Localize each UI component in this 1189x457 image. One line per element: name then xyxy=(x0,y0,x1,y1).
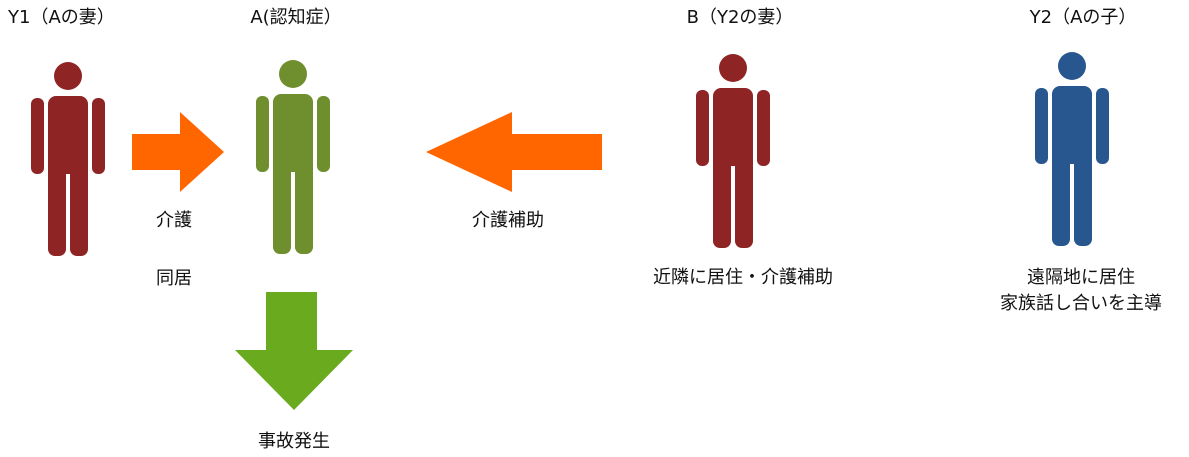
person-y2-icon xyxy=(1035,52,1109,246)
relation-label-care-assist: 介護補助 xyxy=(472,210,544,231)
person-b-icon xyxy=(696,54,770,248)
description-y2-line1: 遠隔地に居住 xyxy=(1027,267,1135,288)
description-b: 近隣に居住・介護補助 xyxy=(653,267,833,288)
person-label-y2: Y2（Aの子） xyxy=(1029,7,1137,28)
relation-label-cohabit: 同居 xyxy=(156,268,192,289)
person-y1-icon xyxy=(31,62,105,256)
arrow-right-icon xyxy=(132,112,224,192)
relation-label-care: 介護 xyxy=(156,210,192,231)
person-label-b: B（Y2の妻） xyxy=(686,7,794,28)
description-y2-line2: 家族話し合いを主導 xyxy=(1000,293,1162,314)
person-a-icon xyxy=(256,60,330,254)
person-label-a: A(認知症） xyxy=(250,7,342,28)
arrow-left-icon xyxy=(426,112,602,192)
person-label-y1: Y1（Aの妻） xyxy=(8,7,115,28)
outcome-label: 事故発生 xyxy=(258,431,330,452)
arrow-down-icon xyxy=(235,292,353,410)
